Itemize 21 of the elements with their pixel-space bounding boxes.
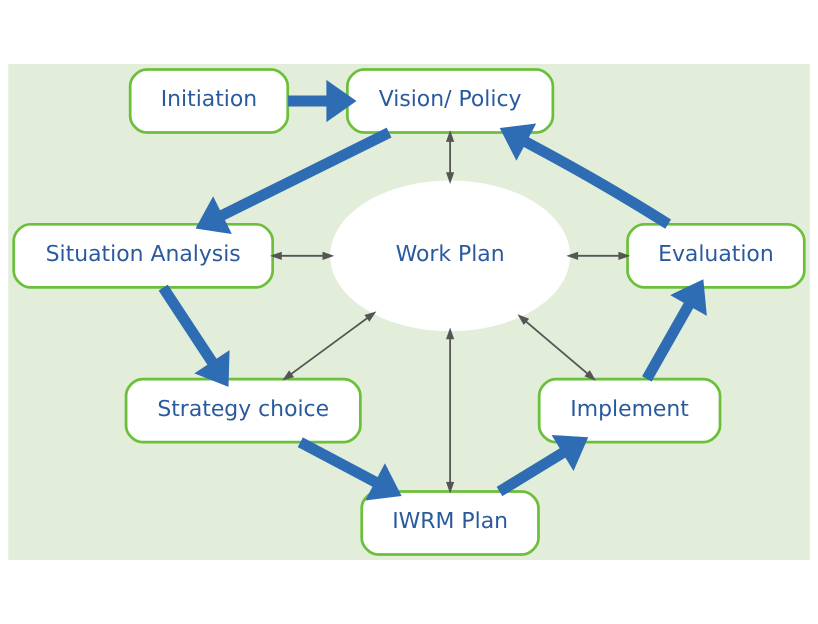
node-box: IWRM Plan — [360, 490, 540, 556]
node-box: Initiation — [128, 68, 290, 134]
arrow — [500, 124, 672, 229]
node-box: Implement — [538, 378, 722, 444]
arrow — [446, 130, 454, 184]
node-box: Situation Analysis — [12, 222, 274, 289]
arrow — [446, 327, 454, 494]
arrow — [270, 252, 334, 260]
arrow — [496, 434, 588, 496]
arrow — [196, 128, 392, 234]
arrow — [517, 314, 596, 381]
arrow — [642, 279, 707, 382]
node-box: Strategy choice — [124, 378, 362, 444]
node-box: Vision/ Policy — [346, 68, 554, 134]
arrow — [158, 284, 230, 387]
arrow — [298, 437, 402, 500]
node-box: Evaluation — [626, 222, 806, 289]
node-ellipse: Work Plan — [330, 180, 570, 332]
arrow — [566, 252, 630, 260]
arrow — [282, 311, 376, 381]
arrow — [288, 80, 356, 122]
